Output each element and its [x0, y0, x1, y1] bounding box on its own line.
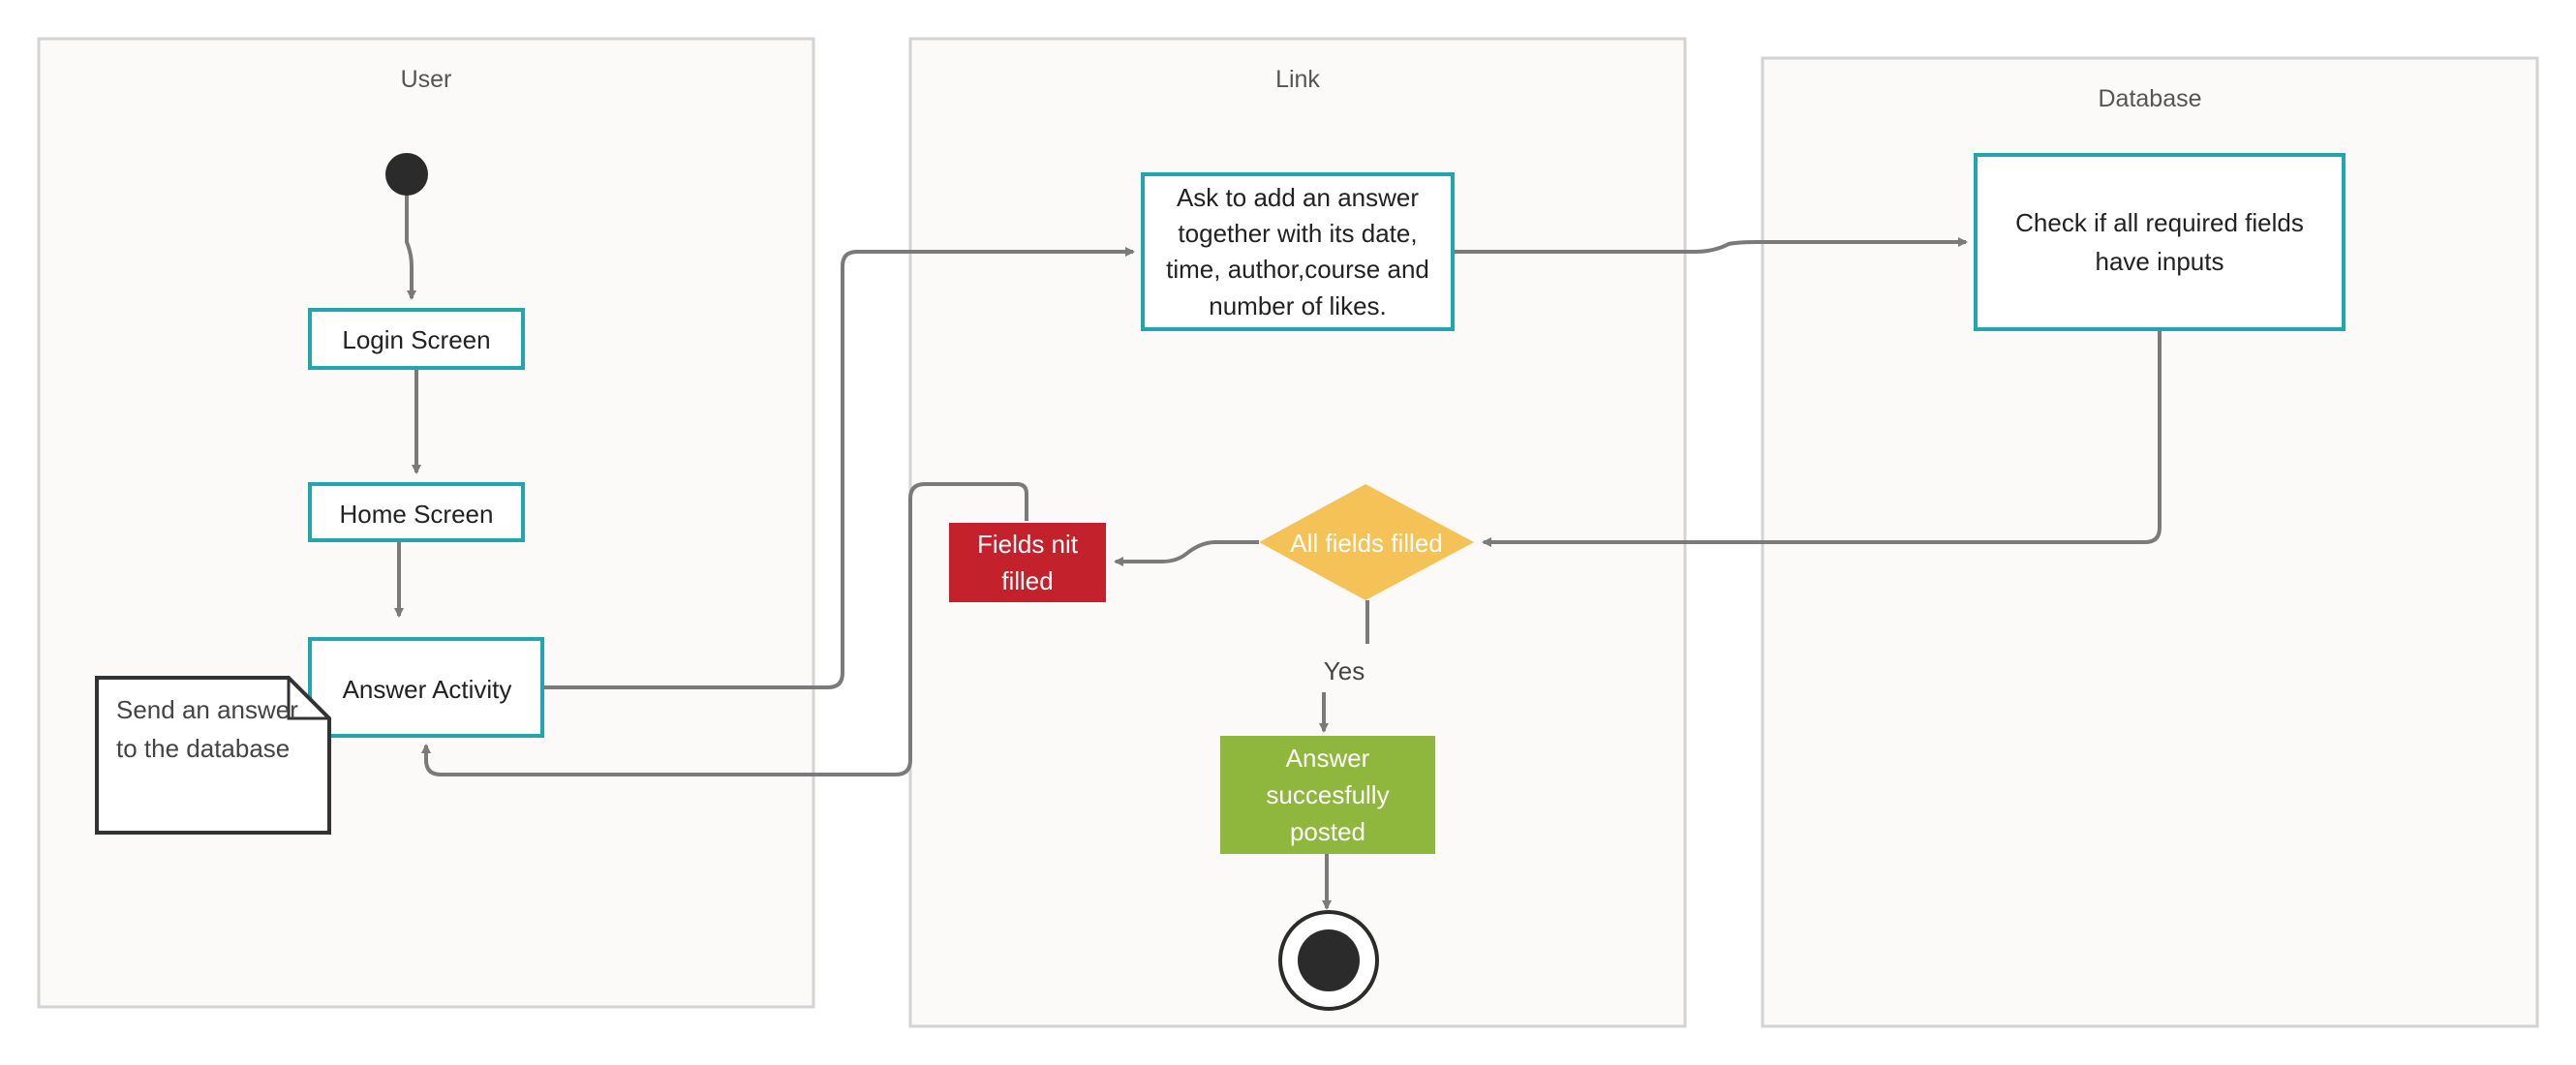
node-ask-answer[interactable]: Ask to add an answer together with its d…	[1141, 172, 1455, 331]
ask-answer-line-3: time, author,course and	[1166, 255, 1429, 284]
note-line-2: to the database	[116, 734, 290, 763]
ask-answer-line-2: together with its date,	[1178, 219, 1417, 248]
ask-answer-line-4: number of likes.	[1209, 291, 1387, 320]
node-all-fields-filled[interactable]: All fields filled	[1259, 484, 1474, 600]
edge-ask-to-check	[1455, 237, 1968, 254]
answer-posted-line-2: succesfully	[1266, 780, 1389, 809]
note-line-1: Send an answer	[116, 695, 298, 724]
lane-user-title: User	[401, 66, 452, 93]
edge-start-to-login	[405, 194, 416, 300]
edge-check-to-decision	[1482, 331, 2162, 547]
answer-activity-label: Answer Activity	[343, 675, 512, 704]
node-answer-activity[interactable]: Answer Activity	[308, 637, 544, 738]
node-home-screen[interactable]: Home Screen	[308, 482, 525, 542]
edge-answer-to-ask	[544, 247, 1135, 689]
all-fields-filled-label: All fields filled	[1290, 529, 1443, 558]
edge-label-yes: Yes	[1324, 656, 1365, 685]
node-fields-not-filled[interactable]: Fields nit filled	[949, 523, 1106, 602]
lane-link-title: Link	[1275, 66, 1320, 93]
answer-posted-line-3: posted	[1290, 817, 1365, 846]
check-fields-line-2: have inputs	[2096, 247, 2224, 276]
note-send-answer: Send an answer to the database	[95, 676, 331, 835]
login-screen-label: Login Screen	[342, 325, 490, 354]
node-answer-posted[interactable]: Answer succesfully posted	[1220, 736, 1435, 854]
ask-answer-line-1: Ask to add an answer	[1177, 183, 1419, 212]
check-fields-line-1: Check if all required fields	[2015, 208, 2304, 237]
answer-posted-line-1: Answer	[1286, 744, 1370, 773]
lane-database-title: Database	[2098, 85, 2201, 112]
node-check-fields[interactable]: Check if all required fields have inputs	[1974, 153, 2346, 331]
home-screen-label: Home Screen	[340, 500, 494, 529]
fields-not-filled-line-1: Fields nit	[977, 530, 1079, 559]
edge-decision-to-notfilled	[1114, 540, 1259, 566]
edge-notfilled-to-answer	[421, 482, 1028, 776]
start-node	[385, 153, 428, 196]
fields-not-filled-line-2: filled	[1001, 566, 1053, 595]
node-login-screen[interactable]: Login Screen	[308, 308, 525, 370]
end-node	[1278, 910, 1379, 1011]
